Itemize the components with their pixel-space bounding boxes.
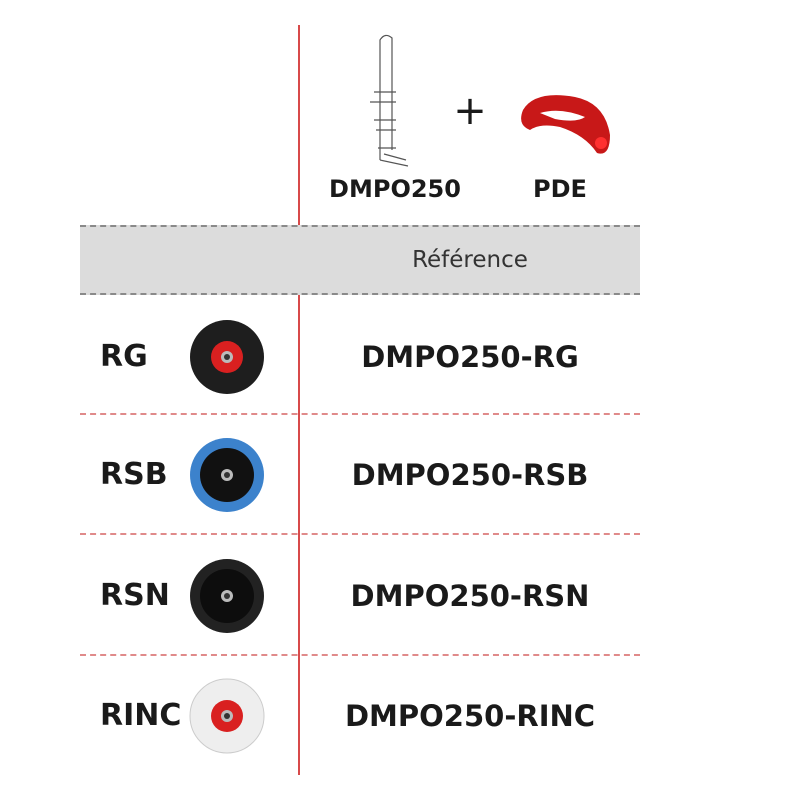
wheel-image [189, 678, 265, 754]
reference-value: DMPO250-RSB [351, 458, 589, 492]
plus-sign: + [453, 88, 487, 134]
wheel-image [190, 320, 264, 394]
product-label-dmpo250: DMPO250 [329, 175, 461, 203]
reference-value: DMPO250-RSN [350, 579, 590, 613]
wheel-code: RSN [100, 578, 170, 613]
row-separator [80, 533, 640, 535]
wheel-axle-hole [224, 354, 230, 360]
wheel-code: RSB [100, 457, 168, 492]
wheel-code: RINC [100, 698, 182, 733]
vertical-divider [298, 25, 300, 775]
product-label-pde: PDE [533, 175, 587, 203]
wheel-image [190, 438, 264, 512]
wheel-axle-hole [224, 472, 230, 478]
wheel-axle-hole [224, 593, 230, 599]
wheel-image [190, 559, 264, 633]
reference-value: DMPO250-RINC [344, 699, 596, 733]
row-separator [80, 413, 640, 415]
hand-truck-image [370, 34, 409, 167]
wheel-code: RG [100, 339, 148, 374]
reference-value: DMPO250-RG [361, 340, 579, 374]
wheel-axle-hole [224, 713, 230, 719]
handle-pde-image [521, 95, 610, 154]
reference-header: Référence [412, 247, 528, 273]
row-separator [80, 654, 640, 656]
header-band [80, 225, 640, 295]
